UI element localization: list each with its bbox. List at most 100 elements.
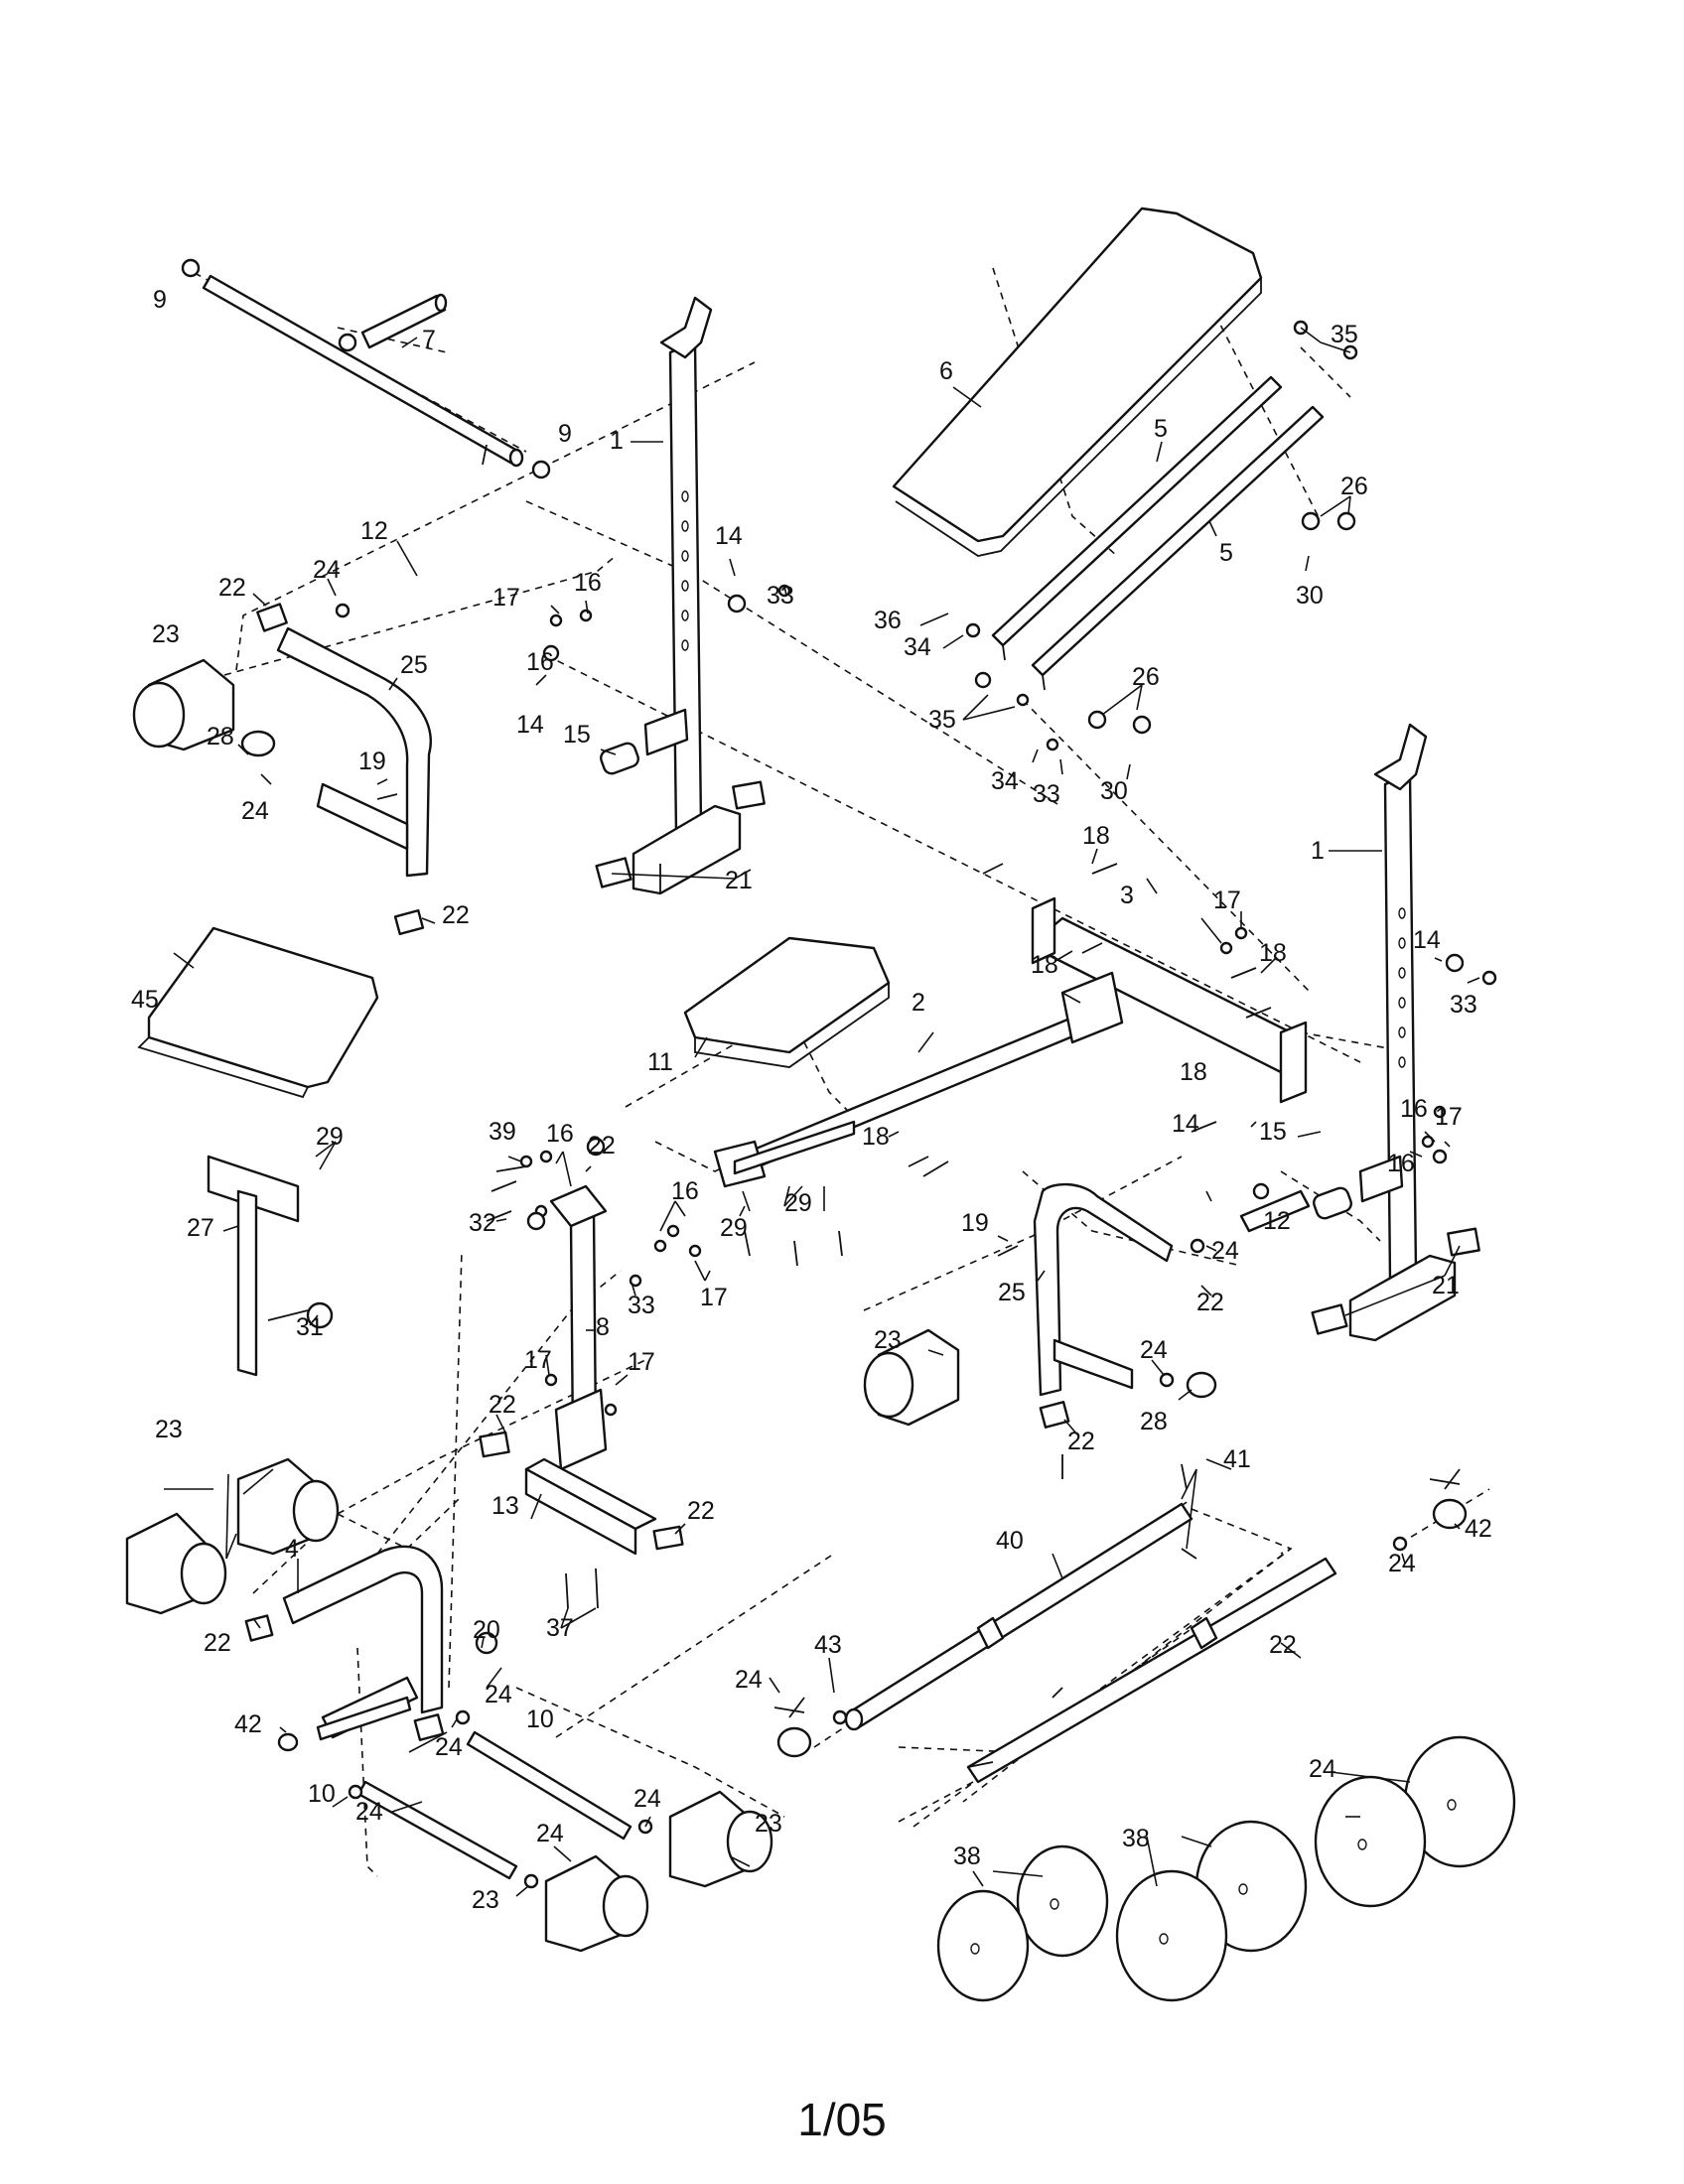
part-6-bench-pad [892, 206, 1263, 557]
label-17: 17 [628, 1348, 655, 1376]
label-18: 18 [1082, 822, 1110, 850]
label-38: 38 [1122, 1825, 1150, 1852]
right-leg-lift-assembly [863, 1182, 1311, 1429]
label-23: 23 [755, 1810, 782, 1838]
leader-lines [164, 327, 1480, 1897]
label-5: 5 [1219, 539, 1233, 567]
label-25: 25 [400, 651, 428, 679]
label-13: 13 [491, 1492, 519, 1520]
label-22: 22 [218, 574, 246, 602]
part-5-rails [991, 375, 1325, 691]
label-9: 9 [558, 420, 572, 448]
label-33: 33 [1450, 991, 1477, 1019]
part-3-crossbar [1031, 896, 1308, 1104]
label-16: 16 [671, 1177, 699, 1205]
label-24: 23 [472, 1886, 499, 1914]
label-18: 18 [1180, 1058, 1207, 1086]
label-24: 42 [234, 1710, 262, 1738]
label-8: 8 [596, 1313, 610, 1341]
label-24: 24 [1388, 1550, 1416, 1577]
label-15: 15 [1259, 1118, 1287, 1146]
label-40: 40 [996, 1527, 1024, 1555]
left-leg-lift-assembly [132, 293, 448, 935]
label-16: 16 [1400, 1095, 1428, 1123]
hardware-fasteners [335, 320, 1497, 1889]
label-41: 41 [1223, 1445, 1251, 1473]
label-33: 33 [1033, 780, 1060, 808]
label-17: 17 [1435, 1103, 1463, 1131]
label-22: 22 [489, 1391, 516, 1419]
label-1: 1 [610, 427, 624, 455]
label-35: 35 [928, 706, 956, 734]
label-10: 10 [526, 1706, 554, 1733]
label-22: 22 [204, 1629, 231, 1657]
label-16: 16 [546, 1120, 574, 1148]
label-12: 12 [360, 517, 388, 545]
label-6: 6 [939, 357, 953, 385]
label-19: 19 [358, 748, 386, 775]
label-24: 24 [1211, 1237, 1239, 1265]
label-22: 22 [442, 901, 470, 929]
part-42-collars [773, 1468, 1468, 1758]
label-17: 17 [492, 584, 520, 612]
label-24: 24 [485, 1681, 512, 1708]
label-28: 28 [207, 723, 234, 751]
label-4: 4 [285, 1535, 299, 1563]
label-14: 14 [1172, 1110, 1199, 1138]
plates-44-small [936, 1844, 1109, 2002]
label-30: 30 [1100, 777, 1128, 805]
label-23: 23 [152, 620, 180, 648]
label-42: 24 [735, 1666, 763, 1694]
label-20: 20 [473, 1616, 500, 1644]
part-1-right-upright [1311, 723, 1480, 1342]
label-22: 22 [588, 1132, 616, 1160]
label-26: 26 [1340, 473, 1368, 500]
label-29: 29 [720, 1214, 748, 1242]
label-26: 26 [1132, 663, 1160, 691]
lower-foam-pads [125, 1457, 773, 1953]
label-18: 18 [862, 1123, 890, 1151]
label-9: 9 [153, 286, 167, 314]
part-7-bar [181, 258, 551, 479]
label-19: 19 [961, 1209, 989, 1237]
part-4-lower-frame [244, 1545, 445, 1741]
label-33: 33 [767, 582, 794, 610]
label-18: 18 [1031, 951, 1058, 979]
label-24: 24 [633, 1785, 661, 1813]
label-24: 24 [241, 797, 269, 825]
part-43-bar [966, 1557, 1337, 1784]
label-24: 10 [308, 1780, 336, 1808]
page-number: 1/05 [797, 2094, 887, 2145]
part-40-bar [844, 1463, 1197, 1731]
part-2-bench-frame [713, 971, 1124, 1188]
label-10: 24 [355, 1798, 383, 1826]
part-10-tubes [277, 1696, 632, 1880]
label-38: 24 [1309, 1755, 1336, 1783]
part-27-curl-post [207, 1155, 334, 1377]
label-43: 22 [1269, 1631, 1297, 1659]
label-18: 18 [1259, 939, 1287, 967]
label-17: 17 [700, 1284, 728, 1311]
plates-38-large [1314, 1735, 1516, 1908]
label-34: 34 [991, 767, 1019, 795]
part-8-post [549, 1184, 608, 1471]
part-13-base-tube [479, 1431, 684, 1556]
label-37: 37 [546, 1614, 574, 1642]
label-23: 23 [155, 1416, 183, 1443]
label-14: 14 [715, 522, 743, 550]
label-12: 12 [1263, 1207, 1291, 1235]
label-39: 39 [489, 1118, 516, 1146]
label-1: 1 [1311, 837, 1325, 865]
label-21: 21 [725, 867, 753, 894]
label-2: 2 [912, 989, 925, 1017]
label-36: 36 [874, 607, 902, 634]
part-45-curl-pad [137, 926, 379, 1099]
label-3: 3 [1120, 882, 1134, 909]
label-7: 7 [422, 326, 436, 353]
label-32: 32 [469, 1209, 496, 1237]
label-34: 34 [904, 633, 931, 661]
label-16: 16 [526, 648, 554, 676]
label-24: 24 [313, 556, 341, 584]
label-17: 17 [524, 1346, 552, 1374]
label-22: 22 [1067, 1428, 1095, 1455]
